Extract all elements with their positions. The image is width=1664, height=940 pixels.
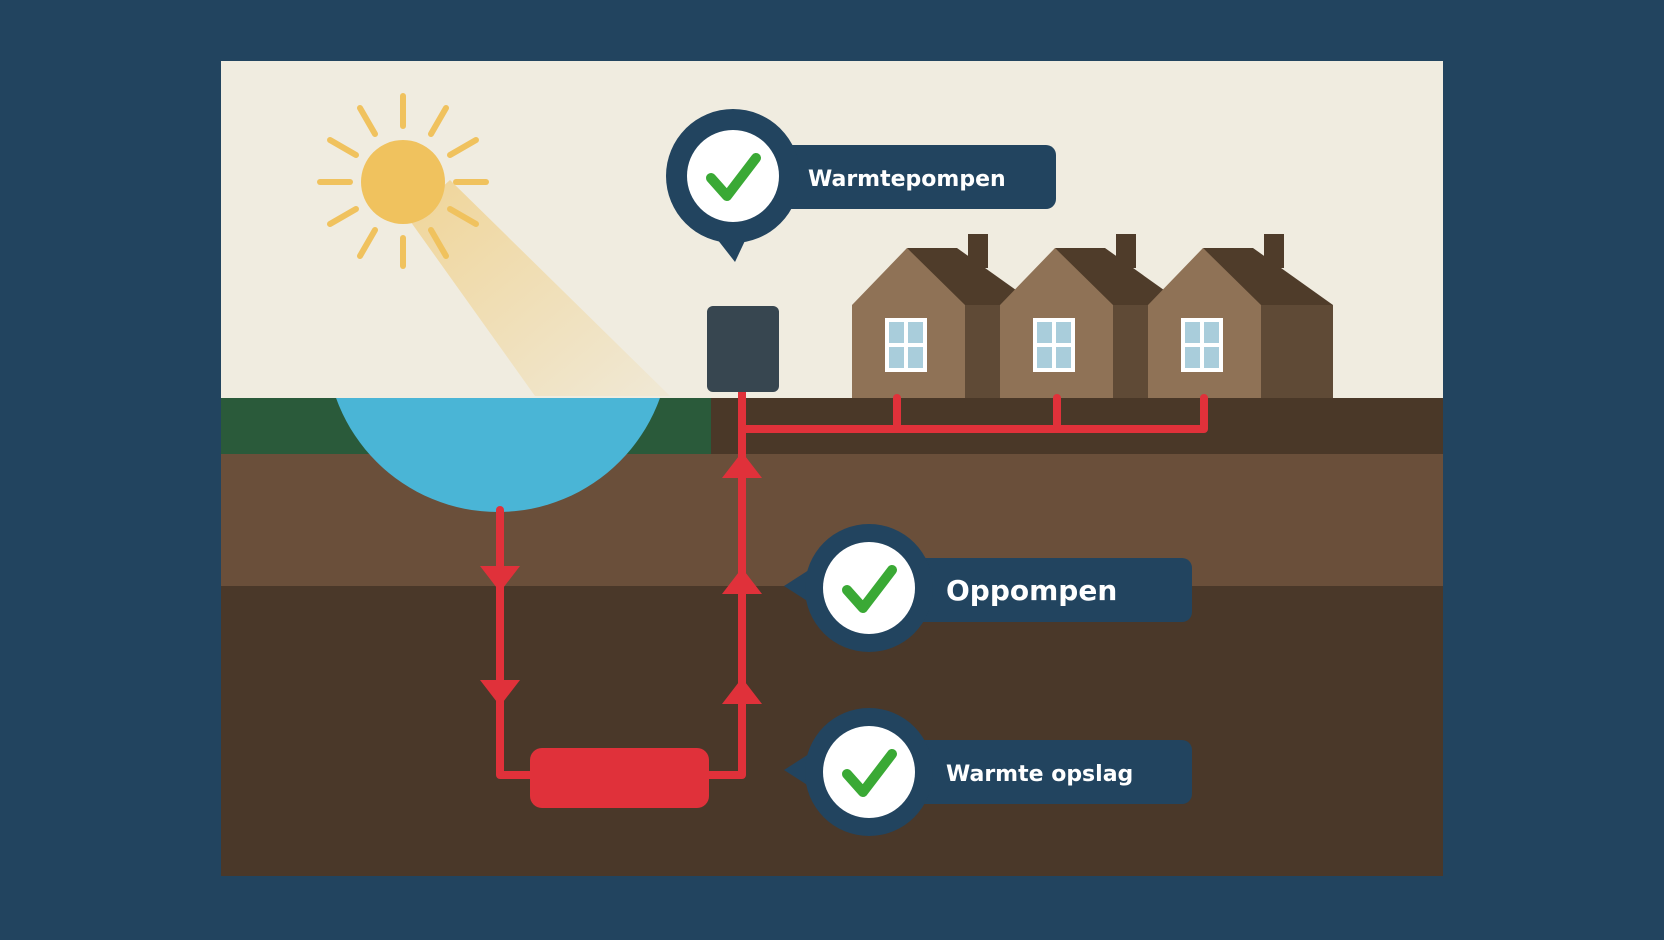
heat-pump-icon — [707, 306, 779, 392]
arrow-icon — [480, 680, 520, 706]
arrow-icon — [722, 452, 762, 478]
lake — [336, 398, 660, 512]
sun-icon — [317, 93, 489, 269]
label-box — [740, 145, 1056, 209]
sunlight-beam — [408, 180, 670, 396]
callout-warmte-opslag: Warmte opslag — [784, 708, 1192, 836]
arrow-icon — [480, 566, 520, 592]
check-icon — [842, 565, 897, 613]
label-warmtepompen: Warmtepompen — [808, 167, 1006, 192]
check-icon — [842, 749, 897, 797]
label-warmte-opslag: Warmte opslag — [946, 762, 1133, 787]
callout-warmtepompen: Warmtepompen — [666, 109, 1056, 262]
pipe-downflow — [496, 506, 539, 779]
storage-tank-icon — [530, 748, 709, 808]
label-oppompen: Oppompen — [946, 574, 1117, 607]
house-icon — [1148, 234, 1333, 398]
label-box — [872, 740, 1192, 804]
arrow-icon — [722, 678, 762, 704]
callout-oppompen: Oppompen — [784, 524, 1192, 652]
pipe-upflow — [701, 388, 746, 779]
pipe-network — [496, 388, 1208, 779]
check-icon — [706, 153, 761, 201]
arrow-icon — [722, 568, 762, 594]
label-box — [872, 558, 1192, 622]
